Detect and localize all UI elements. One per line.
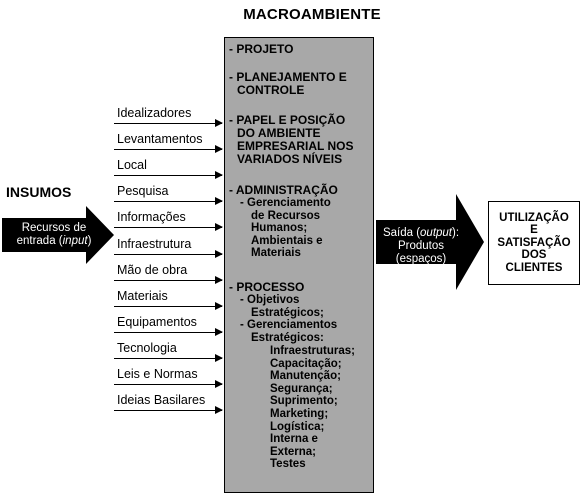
input-label: Pesquisa bbox=[117, 184, 169, 199]
section-processo: - PROCESSO bbox=[229, 280, 305, 294]
output-arrow bbox=[376, 194, 484, 290]
input-label: Infraestrutura bbox=[117, 236, 192, 251]
input-label: Informações bbox=[117, 210, 186, 225]
section-planejamento: - PLANEJAMENTO E CONTROLE bbox=[229, 70, 347, 97]
section-papel: - PAPEL E POSIÇÃO DO AMBIENTE EMPRESARIA… bbox=[229, 113, 354, 166]
processo-sublist: - Objetivos Estratégicos; - Gerenciament… bbox=[240, 294, 338, 344]
input-arrow-line bbox=[114, 275, 223, 284]
diagram-title: MACROAMBIENTE bbox=[243, 6, 381, 23]
input-label: Equipamentos bbox=[117, 314, 197, 329]
processo-items: Infraestruturas; Capacitação; Manutenção… bbox=[270, 345, 355, 471]
input-label: Levantamentos bbox=[117, 132, 203, 147]
input-arrow-line bbox=[114, 327, 223, 336]
output-line3: (espaços) bbox=[395, 253, 447, 265]
input-label: Mão de obra bbox=[117, 262, 188, 277]
input-label: Ideias Basilares bbox=[117, 393, 206, 408]
input-arrow-line bbox=[114, 406, 223, 415]
output-line1: Saída (output): bbox=[382, 227, 460, 239]
insumos-title: INSUMOS bbox=[6, 184, 72, 200]
input-arrow-line bbox=[114, 197, 223, 206]
admin-sublist: - Gerenciamento de Recursos Humanos; Amb… bbox=[240, 197, 331, 260]
input-arrow-line bbox=[114, 223, 223, 232]
input-label: Idealizadores bbox=[117, 106, 192, 120]
input-label: Leis e Normas bbox=[117, 367, 198, 381]
macroambiente-box bbox=[224, 37, 374, 493]
input-arrow-line1: Recursos de bbox=[21, 222, 87, 234]
result-box: UTILIZAÇÃO E SATISFAÇÃO DOS CLIENTES bbox=[488, 201, 580, 285]
output-line2: Produtos bbox=[397, 240, 445, 252]
input-label: Local bbox=[117, 158, 147, 173]
input-arrow-line2: entrada (input) bbox=[16, 235, 92, 247]
section-projeto: - PROJETO bbox=[229, 42, 294, 56]
input-arrow bbox=[2, 206, 114, 264]
section-administracao: - ADMINISTRAÇÃO bbox=[229, 183, 338, 197]
input-arrow-label: Recursos de entrada (input) bbox=[4, 222, 104, 248]
input-arrow-line bbox=[114, 249, 223, 258]
input-arrow-line bbox=[114, 171, 223, 180]
input-label: Materiais bbox=[117, 288, 168, 303]
input-arrow-line bbox=[114, 353, 223, 362]
input-arrow-line bbox=[114, 145, 223, 154]
output-arrow-label: Saída (output): Produtos (espaços) bbox=[376, 227, 466, 266]
input-arrow-line bbox=[114, 119, 223, 127]
input-arrow-line bbox=[114, 380, 223, 388]
input-arrow-line bbox=[114, 301, 223, 310]
input-label: Tecnologia bbox=[117, 340, 177, 355]
